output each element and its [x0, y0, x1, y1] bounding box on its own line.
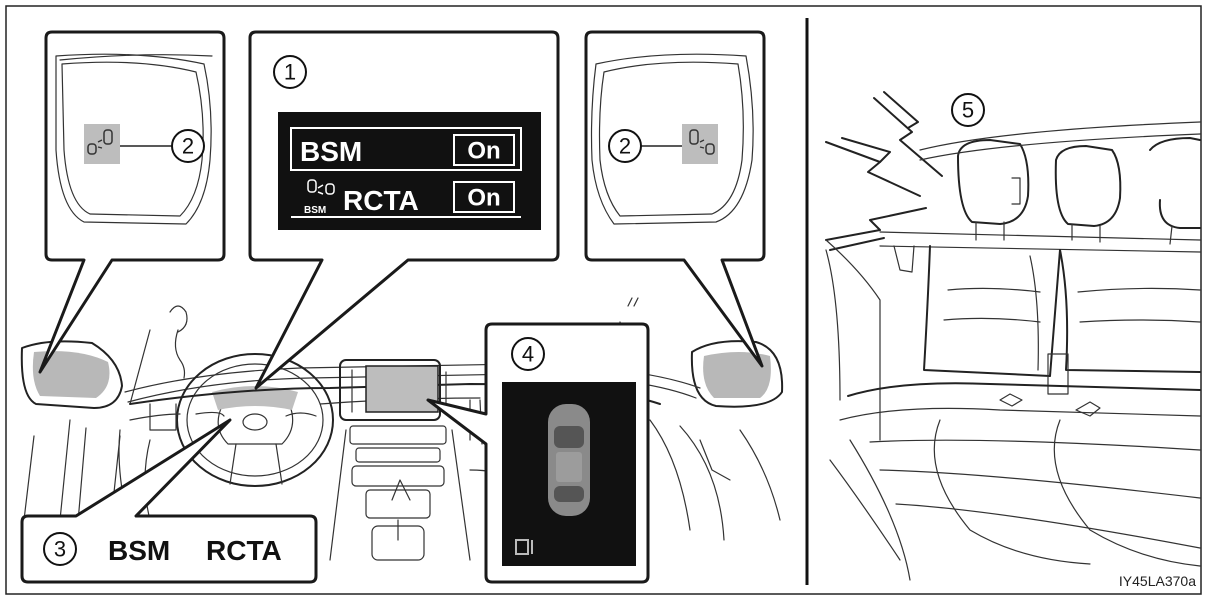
display-rcta-label: RCTA — [343, 185, 419, 216]
callout-number-1-text: 1 — [284, 60, 296, 85]
callout-number-5-text: 5 — [962, 98, 974, 123]
callout-number-2-left-text: 2 — [182, 134, 194, 159]
indicator-rcta-label: RCTA — [206, 535, 282, 566]
display-bsm-label: BSM — [300, 136, 362, 167]
display-bsm-value: On — [467, 138, 500, 165]
figure-code: IY45LA370a — [1119, 573, 1196, 589]
vehicle-top-view-icon — [548, 404, 590, 516]
callout-number-4-text: 4 — [522, 342, 534, 367]
callout-number-2-right-text: 2 — [619, 134, 631, 159]
rcta-icon-caption: BSM — [304, 205, 326, 216]
indicator-bsm-label: BSM — [108, 535, 170, 566]
callout-number-3-text: 3 — [54, 537, 66, 562]
center-display-screen — [366, 366, 438, 412]
display-rcta-value: On — [467, 185, 500, 212]
